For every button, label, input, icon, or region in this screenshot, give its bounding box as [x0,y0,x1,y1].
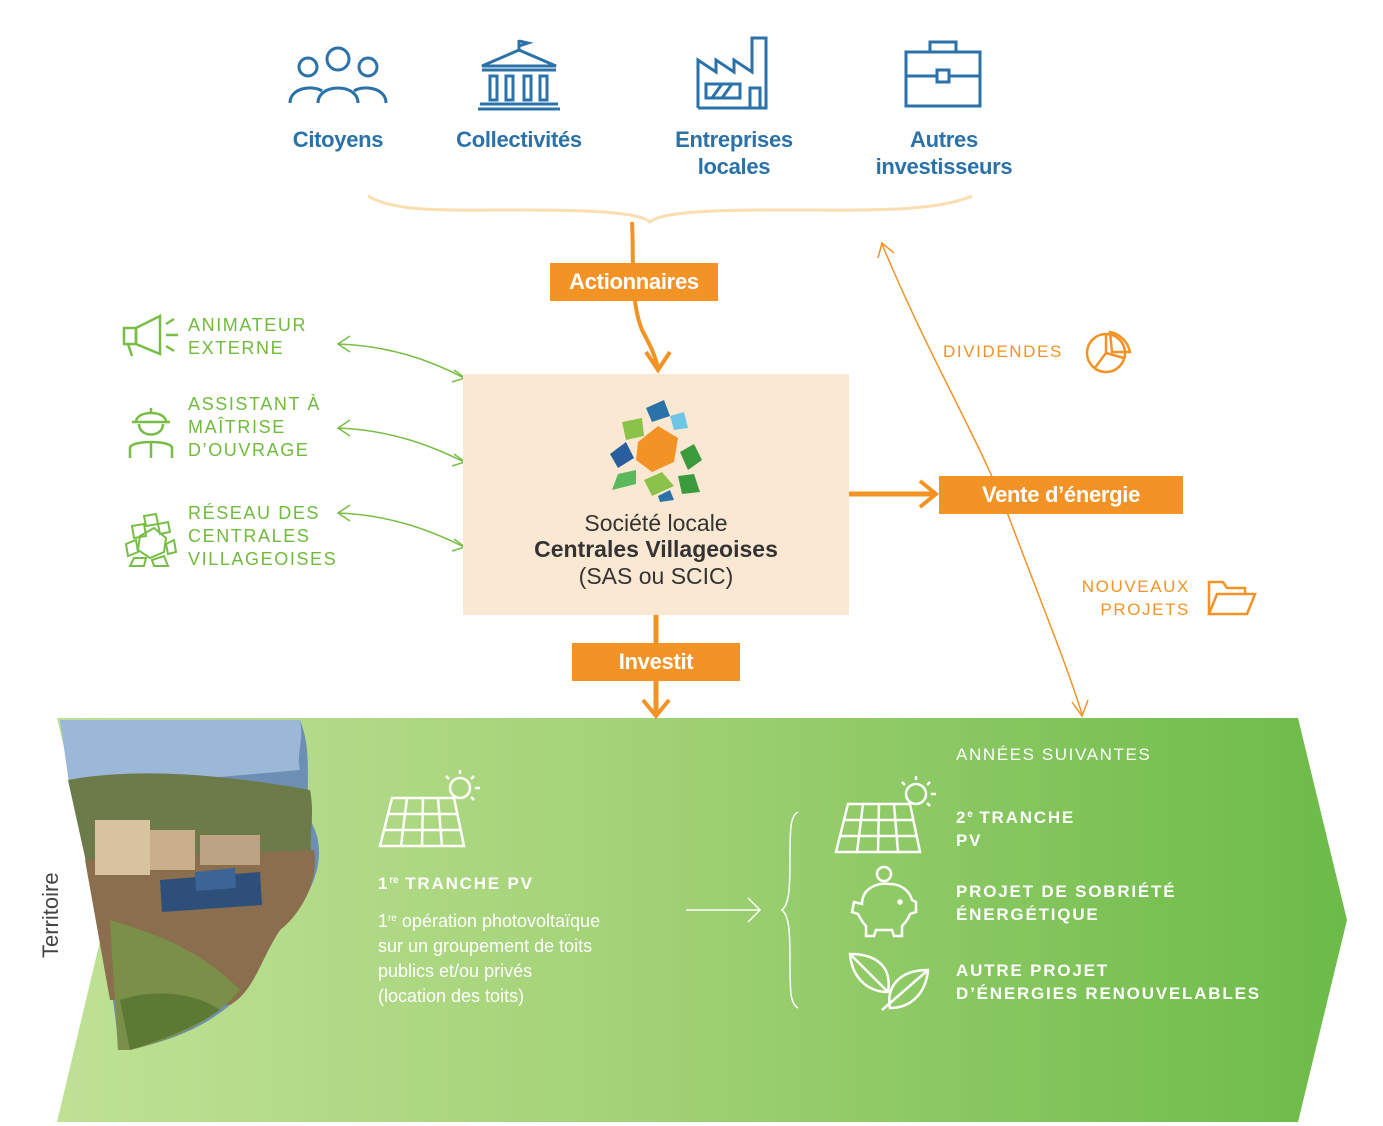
village-photo [60,720,320,1050]
local-company-box: Société locale Centrales Villageoises (S… [463,374,849,615]
solar-panel-icon [378,770,480,848]
stakeholders-brace [367,194,973,225]
stakeholder-label-collectivites: Collectivités [456,127,582,152]
new-projects-label: NOUVEAUX PROJETS [1081,577,1190,619]
partner-label-assistant: ASSISTANT À MAÎTRISE D’OUVRAGE [188,394,321,460]
invest-tag: Investit [572,643,740,681]
megaphone-icon [122,313,178,357]
energy-sale-tag: Vente d’énergie [939,476,1183,514]
following-years-label: ANNÉES SUIVANTES [956,745,1152,764]
stakeholder-label-citoyens: Citoyens [292,127,384,152]
leaves-icon [848,952,930,1011]
piggy-bank-icon [850,865,918,938]
renewable-project: AUTRE PROJET D’ÉNERGIES RENOUVELABLES [956,961,1261,1003]
shareholders-tag: Actionnaires [550,263,718,301]
dividends-label: DIVIDENDES [943,342,1063,361]
partner-label-animateur: ANIMATEUR EXTERNE [188,315,308,358]
first-phase-title: 1re TRANCHE PV [378,874,534,893]
solar-panel-icon-2 [834,776,936,854]
company-name-line1: Société locale [584,510,728,536]
centrales-villageoises-logo-icon [610,400,702,502]
sobriety-project: PROJET DE SOBRIÉTÉ ÉNERGÉTIQUE [956,882,1177,924]
network-logo-icon [124,512,178,567]
second-phase-title: 2e TRANCHE PV [956,808,1076,850]
company-legal-form: (SAS ou SCIC) [578,563,734,589]
worker-helmet-icon [128,408,174,458]
briefcase-icon [904,40,982,108]
pie-chart-icon [1085,330,1132,374]
stakeholder-label-investisseurs: Autres investisseurs [875,127,1013,179]
stakeholder-label-entreprises: Entreprises locales [675,127,793,179]
folder-icon [1207,580,1257,616]
territory-side-label: Territoire [38,872,63,958]
company-name-line2: Centrales Villageoises [534,536,778,562]
town-hall-icon [478,39,560,111]
territory-band [57,718,1347,1122]
factory-icon [696,36,768,110]
people-icon [288,46,388,104]
partner-label-reseau: RÉSEAU DES CENTRALES VILLAGEOISES [188,503,338,569]
